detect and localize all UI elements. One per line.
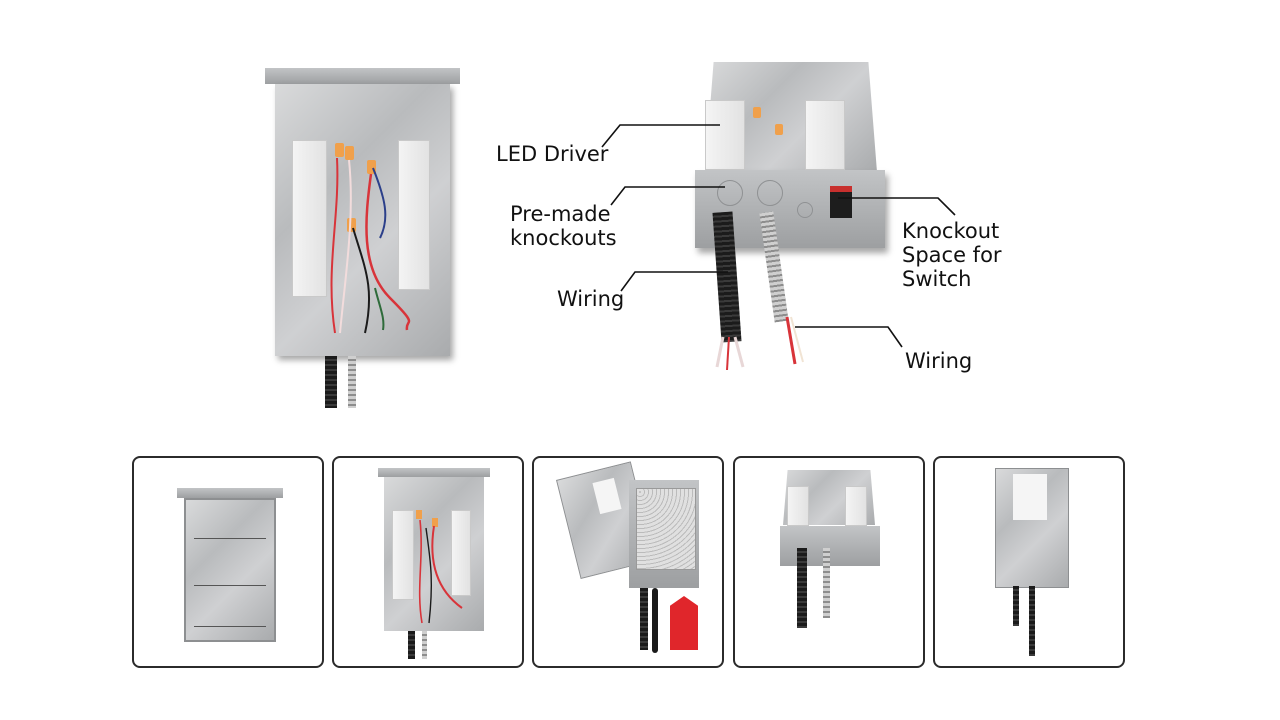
conduit-black xyxy=(1013,586,1019,626)
conduit-black xyxy=(640,588,648,650)
switch-icon xyxy=(830,186,852,218)
led-driver-left xyxy=(292,140,327,297)
leader-wiring-right xyxy=(795,326,903,348)
callout-wiring-right: Wiring xyxy=(905,349,973,373)
product-label xyxy=(1013,474,1047,520)
connector-icon xyxy=(753,107,761,118)
panel-seam xyxy=(194,585,266,586)
thumbnail-angled-knockouts[interactable] xyxy=(733,456,925,668)
thumbnail-lid-open-power-supply[interactable] xyxy=(532,456,724,668)
led-driver-right xyxy=(398,140,430,290)
thumbnail-empty-enclosure[interactable] xyxy=(132,456,324,668)
led-driver-left xyxy=(787,486,809,526)
conduit-black xyxy=(325,356,337,408)
conduit-black xyxy=(408,631,415,659)
connector-icon xyxy=(345,146,354,160)
enclosure-front-face xyxy=(780,526,880,566)
enclosure-roof xyxy=(378,468,490,477)
leader-led-driver xyxy=(601,124,720,148)
leader-switch xyxy=(838,197,956,216)
enclosure-roof xyxy=(265,68,460,84)
led-driver-left xyxy=(392,510,414,600)
panel-seam xyxy=(194,626,266,627)
conduit-silver xyxy=(422,631,427,659)
conduit-black xyxy=(797,548,807,628)
connector-icon xyxy=(347,218,356,232)
connector-icon xyxy=(367,160,376,174)
main-image-angled-open xyxy=(695,62,895,372)
enclosure-back-panel xyxy=(184,498,276,642)
thumbnail-closed-enclosure[interactable] xyxy=(933,456,1125,668)
wiring-bundle xyxy=(330,157,411,334)
led-driver-right xyxy=(451,510,471,596)
panel-seam xyxy=(194,538,266,539)
conduit-silver xyxy=(348,356,356,408)
wire-ends xyxy=(715,316,804,371)
main-image-front-open xyxy=(265,68,460,413)
connector-icon xyxy=(416,510,422,519)
callout-knockout-switch: Knockout Space for Switch xyxy=(902,219,1002,291)
callout-led-driver: LED Driver xyxy=(496,142,609,166)
cable-black xyxy=(652,588,658,653)
led-driver-left xyxy=(705,100,745,170)
connector-icon xyxy=(432,518,438,527)
conduit-black xyxy=(1029,586,1035,656)
conduit-silver xyxy=(823,548,830,618)
connector-icon xyxy=(335,143,344,157)
callout-wiring-left: Wiring xyxy=(557,287,625,311)
knockout-circle xyxy=(717,180,743,206)
thumbnail-front-open-wired[interactable] xyxy=(332,456,524,668)
enclosure-roof xyxy=(177,488,283,498)
led-driver-right xyxy=(845,486,867,526)
leader-wiring-left xyxy=(620,271,728,292)
knockout-circle xyxy=(797,202,813,218)
wiring-bundle xyxy=(418,519,463,624)
brand-tag xyxy=(670,596,698,650)
callout-premade-knockouts: Pre-made knockouts xyxy=(510,202,617,250)
knockout-circle xyxy=(757,180,783,206)
power-supply-mesh xyxy=(636,488,696,570)
connector-icon xyxy=(775,124,783,135)
leader-knockouts xyxy=(610,186,725,206)
led-driver-right xyxy=(805,100,845,170)
